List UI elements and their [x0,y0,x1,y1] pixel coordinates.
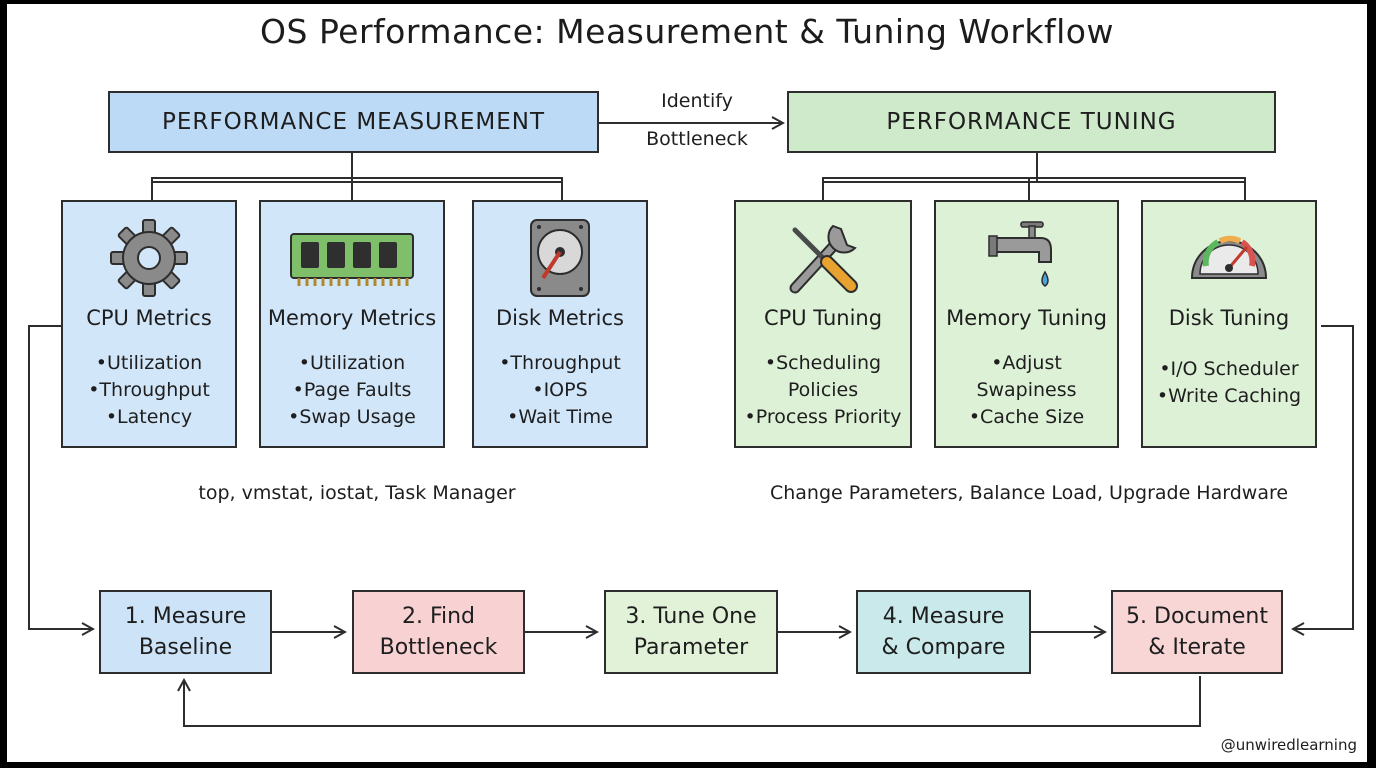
list-item: Adjust Swapiness [936,350,1117,404]
list-item: Process Priority [736,404,910,431]
card-title: Disk Tuning [1168,306,1290,330]
card-disk-metrics: Disk Metrics Throughput IOPS Wait Time [472,200,648,448]
metric-list: Throughput IOPS Wait Time [474,350,646,431]
list-item: Cache Size [936,404,1117,431]
list-item: Write Caching [1143,383,1315,410]
faucet-icon [936,216,1117,296]
list-item: Scheduling Policies [736,350,910,404]
card-cpu-tuning: CPU Tuning Scheduling Policies Process P… [734,200,912,448]
link-label-line1: Identify [661,90,733,112]
metric-list: Utilization Throughput Latency [63,350,235,431]
tuning-list: Scheduling Policies Process Priority [736,350,910,431]
step-document-iterate: 5. Document & Iterate [1111,590,1283,674]
list-item: Page Faults [261,377,443,404]
tuning-list: Adjust Swapiness Cache Size [936,350,1117,431]
card-disk-tuning: Disk Tuning I/O Scheduler Write Caching [1141,200,1317,448]
list-item: Wait Time [474,404,646,431]
step-measure-baseline: 1. Measure Baseline [99,590,272,674]
step-measure-compare: 4. Measure & Compare [856,590,1031,674]
card-title: Memory Metrics [267,306,437,330]
card-title: CPU Metrics [86,306,212,330]
measurement-header: PERFORMANCE MEASUREMENT [108,91,599,153]
author-credit: @unwiredlearning [1220,736,1357,754]
page-title: OS Performance: Measurement & Tuning Wor… [260,12,1114,51]
wrench-screwdriver-icon [736,216,910,296]
tuning-header: PERFORMANCE TUNING [787,91,1276,153]
list-item: Swap Usage [261,404,443,431]
list-item: Utilization [261,350,443,377]
tuning-list: I/O Scheduler Write Caching [1143,356,1315,410]
tuning-actions-caption: Change Parameters, Balance Load, Upgrade… [769,482,1289,504]
diagram-canvas: OS Performance: Measurement & Tuning Wor… [7,4,1367,762]
card-cpu-metrics: CPU Metrics Utilization Throughput Laten… [61,200,237,448]
metric-list: Utilization Page Faults Swap Usage [261,350,443,431]
gauge-icon [1143,216,1315,296]
memory-chip-icon [261,216,443,296]
connector-lines [28,4,1354,727]
list-item: I/O Scheduler [1143,356,1315,383]
card-title: CPU Tuning [763,306,883,330]
link-label-line2: Bottleneck [646,128,748,150]
list-item: Throughput [474,350,646,377]
list-item: Utilization [63,350,235,377]
list-item: Throughput [63,377,235,404]
card-memory-tuning: Memory Tuning Adjust Swapiness Cache Siz… [934,200,1119,448]
step-tune-one-parameter: 3. Tune One Parameter [604,590,778,674]
hard-disk-icon [474,216,646,297]
step-find-bottleneck: 2. Find Bottleneck [352,590,525,674]
measurement-tools-caption: top, vmstat, iostat, Task Manager [198,482,516,504]
list-item: Latency [63,404,235,431]
card-title: Memory Tuning [946,306,1107,330]
gear-icon [63,216,235,297]
card-title: Disk Metrics [495,306,624,330]
card-memory-metrics: Memory Metrics Utilization Page Faults S… [259,200,445,448]
list-item: IOPS [474,377,646,404]
